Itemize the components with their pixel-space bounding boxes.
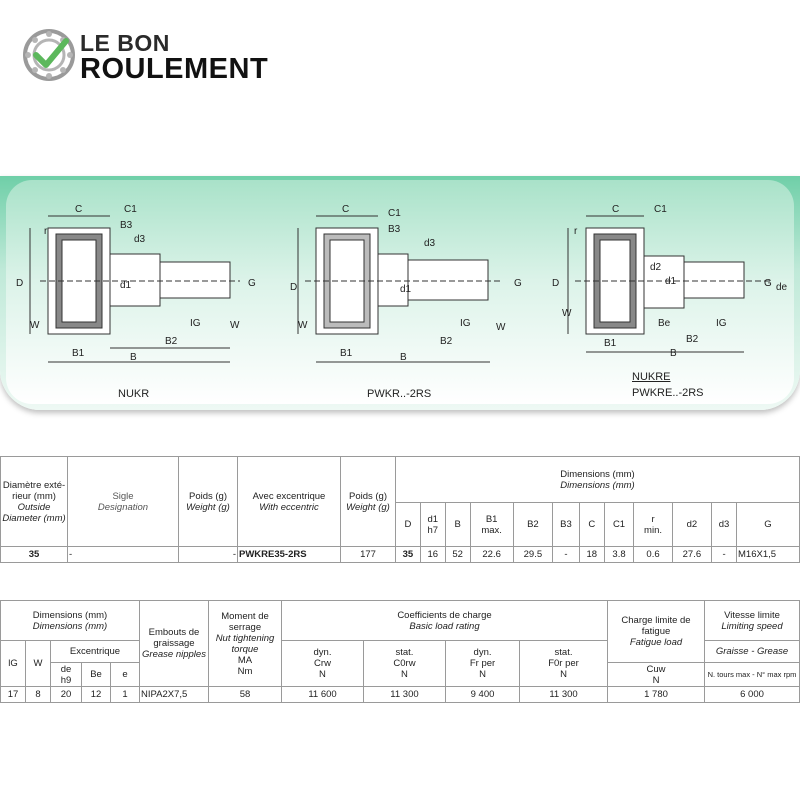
col-poids: Poids (g) Weight (g) xyxy=(178,456,238,547)
svg-text:W: W xyxy=(230,320,240,331)
brand-logo[interactable]: LE BON ROULEMENT xyxy=(22,26,302,86)
svg-text:W: W xyxy=(562,308,572,319)
caption-nukre: NUKRE xyxy=(632,371,671,383)
th-B: B xyxy=(444,502,471,547)
svg-text:C1: C1 xyxy=(388,208,401,219)
th-G: G xyxy=(736,502,800,547)
svg-text:B3: B3 xyxy=(388,224,401,235)
svg-text:G: G xyxy=(248,278,256,289)
brand-line2: ROULEMENT xyxy=(80,53,269,85)
svg-text:D: D xyxy=(16,278,23,289)
col-weight: Poids (g) Weight (g) xyxy=(340,456,396,547)
svg-text:W: W xyxy=(30,320,40,331)
svg-text:d3: d3 xyxy=(134,234,146,245)
svg-text:IG: IG xyxy=(716,318,727,329)
caption-pwkre: PWKRE..-2RS xyxy=(632,387,704,399)
svg-text:C: C xyxy=(612,204,619,215)
th-D: D xyxy=(395,502,421,547)
svg-text:B: B xyxy=(130,352,137,363)
svg-text:G: G xyxy=(764,278,772,289)
svg-text:d2: d2 xyxy=(650,262,662,273)
svg-text:G: G xyxy=(514,278,522,289)
svg-text:B1: B1 xyxy=(340,348,353,359)
svg-text:d1: d1 xyxy=(120,280,132,291)
th-d3: d3 xyxy=(711,502,737,547)
svg-text:d1: d1 xyxy=(400,284,412,295)
svg-text:de: de xyxy=(776,282,788,293)
svg-text:B1: B1 xyxy=(604,338,617,349)
dims-header-2: Dimensions (mm)Dimensions (mm) xyxy=(0,600,140,641)
dims-header: Dimensions (mm) Dimensions (mm) xyxy=(395,456,800,503)
col-sigle: Sigle Designation xyxy=(67,456,179,547)
svg-text:d3: d3 xyxy=(424,238,436,249)
svg-text:B1: B1 xyxy=(72,348,85,359)
svg-text:B2: B2 xyxy=(686,334,699,345)
table-row: 17 8 20 12 1 NIPA2X7,5 58 11 600 11 300 … xyxy=(0,686,800,703)
spec-table-1: Diamètre exté-rieur (mm) Outside Diamete… xyxy=(0,456,800,563)
svg-text:B3: B3 xyxy=(120,220,133,231)
svg-text:C: C xyxy=(75,204,82,215)
svg-text:B: B xyxy=(400,352,407,363)
svg-text:C: C xyxy=(342,204,349,215)
th-B2: B2 xyxy=(512,502,554,547)
svg-text:W: W xyxy=(496,322,506,333)
svg-text:B: B xyxy=(670,348,677,359)
col-avec: Avec excentrique With eccentric xyxy=(237,456,341,547)
col-outside: Diamètre exté-rieur (mm) Outside Diamete… xyxy=(0,456,68,547)
caption-nukr: NUKR xyxy=(118,388,150,400)
svg-text:D: D xyxy=(552,278,559,289)
brand-line1: LE BON xyxy=(80,30,170,56)
table-row: 35 - - PWKRE35-2RS 177 35 16 52 22.6 29.… xyxy=(0,546,800,563)
svg-text:d1: d1 xyxy=(665,276,677,287)
th-B3: B3 xyxy=(552,502,580,547)
svg-text:Be: Be xyxy=(658,318,671,329)
spec-table-2: Dimensions (mm)Dimensions (mm) Embouts d… xyxy=(0,600,800,703)
svg-text:IG: IG xyxy=(190,318,201,329)
svg-text:D: D xyxy=(290,282,297,293)
th-C: C xyxy=(578,502,605,547)
svg-text:C1: C1 xyxy=(124,204,137,215)
svg-text:r: r xyxy=(44,226,48,237)
svg-text:C1: C1 xyxy=(654,204,667,215)
bearing-check-icon xyxy=(23,29,75,81)
caption-pwkr: PWKR..-2RS xyxy=(367,388,432,400)
svg-text:B2: B2 xyxy=(440,336,453,347)
svg-text:r: r xyxy=(574,226,578,237)
th-d2: d2 xyxy=(671,502,713,547)
svg-text:W: W xyxy=(298,320,308,331)
th-C1: C1 xyxy=(603,502,635,547)
svg-text:B2: B2 xyxy=(165,336,178,347)
svg-text:IG: IG xyxy=(460,318,471,329)
